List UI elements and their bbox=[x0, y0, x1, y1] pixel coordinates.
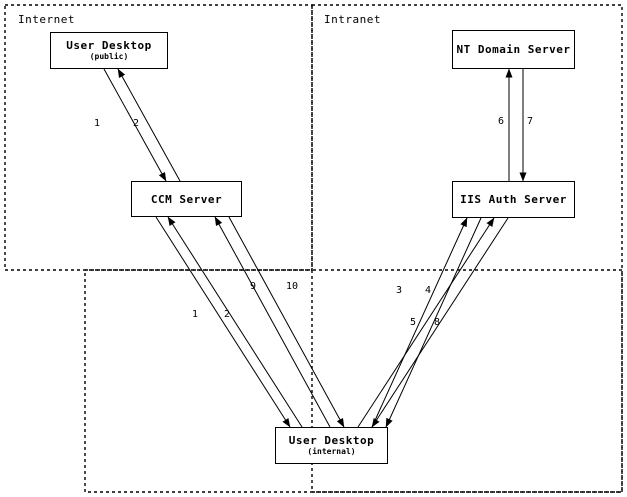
node-title-iis-auth-server: IIS Auth Server bbox=[460, 193, 567, 206]
flow-arrow-e5 bbox=[214, 216, 331, 428]
zone-label-intranet: Intranet bbox=[324, 13, 381, 26]
step-label-lbl-7: 7 bbox=[527, 116, 534, 127]
step-label-lbl-8: 8 bbox=[434, 317, 441, 328]
flow-arrow-e9 bbox=[371, 217, 468, 428]
step-label-lbl-3: 3 bbox=[396, 285, 403, 296]
step-label-lbl-5: 5 bbox=[410, 317, 417, 328]
node-user-desktop-public[interactable]: User Desktop(public) bbox=[50, 32, 168, 69]
flow-arrow-e1 bbox=[103, 68, 167, 182]
step-label-lbl-4: 4 bbox=[425, 285, 432, 296]
step-label-lbl-6: 6 bbox=[498, 116, 505, 127]
flow-arrow-e12 bbox=[371, 217, 509, 428]
node-title-ccm-server: CCM Server bbox=[150, 192, 223, 206]
node-user-desktop-internal[interactable]: User Desktop(internal) bbox=[275, 427, 388, 464]
node-subtitle-user-desktop-public: (public) bbox=[89, 52, 129, 61]
zone-label-internet: Internet bbox=[18, 13, 75, 26]
flow-arrow-e3 bbox=[155, 216, 291, 428]
flow-arrows bbox=[103, 68, 527, 428]
node-subtitle-user-desktop-internal: (internal) bbox=[307, 447, 356, 456]
node-ccm-server[interactable]: CCM Server bbox=[131, 181, 242, 217]
flow-arrow-e2 bbox=[117, 68, 181, 182]
zone-boundary-internal-zone bbox=[84, 269, 623, 493]
step-label-lbl-2b: 2 bbox=[224, 309, 231, 320]
step-label-lbl-9: 9 bbox=[250, 281, 257, 292]
node-title-user-desktop-public: User Desktop bbox=[66, 39, 152, 52]
flow-arrow-e11 bbox=[357, 217, 495, 428]
node-iis-auth-server[interactable]: IIS Auth Server bbox=[452, 181, 575, 218]
step-label-lbl-10: 10 bbox=[286, 281, 299, 292]
flow-arrow-e6 bbox=[228, 216, 345, 428]
node-title-user-desktop-internal: User Desktop bbox=[288, 434, 375, 447]
flow-arrow-e10 bbox=[385, 217, 482, 428]
node-nt-domain-server[interactable]: NT Domain Server bbox=[452, 30, 575, 69]
node-title-nt-domain-server: NT Domain Server bbox=[456, 43, 571, 56]
step-label-lbl-2: 2 bbox=[133, 118, 140, 129]
step-label-lbl-1b: 1 bbox=[192, 309, 199, 320]
zone-boundary-intranet bbox=[311, 4, 623, 493]
zone-boundaries bbox=[4, 4, 623, 493]
step-label-lbl-1: 1 bbox=[94, 118, 101, 129]
zone-boundary-internet bbox=[4, 4, 313, 271]
flow-arrow-e4 bbox=[167, 216, 303, 428]
